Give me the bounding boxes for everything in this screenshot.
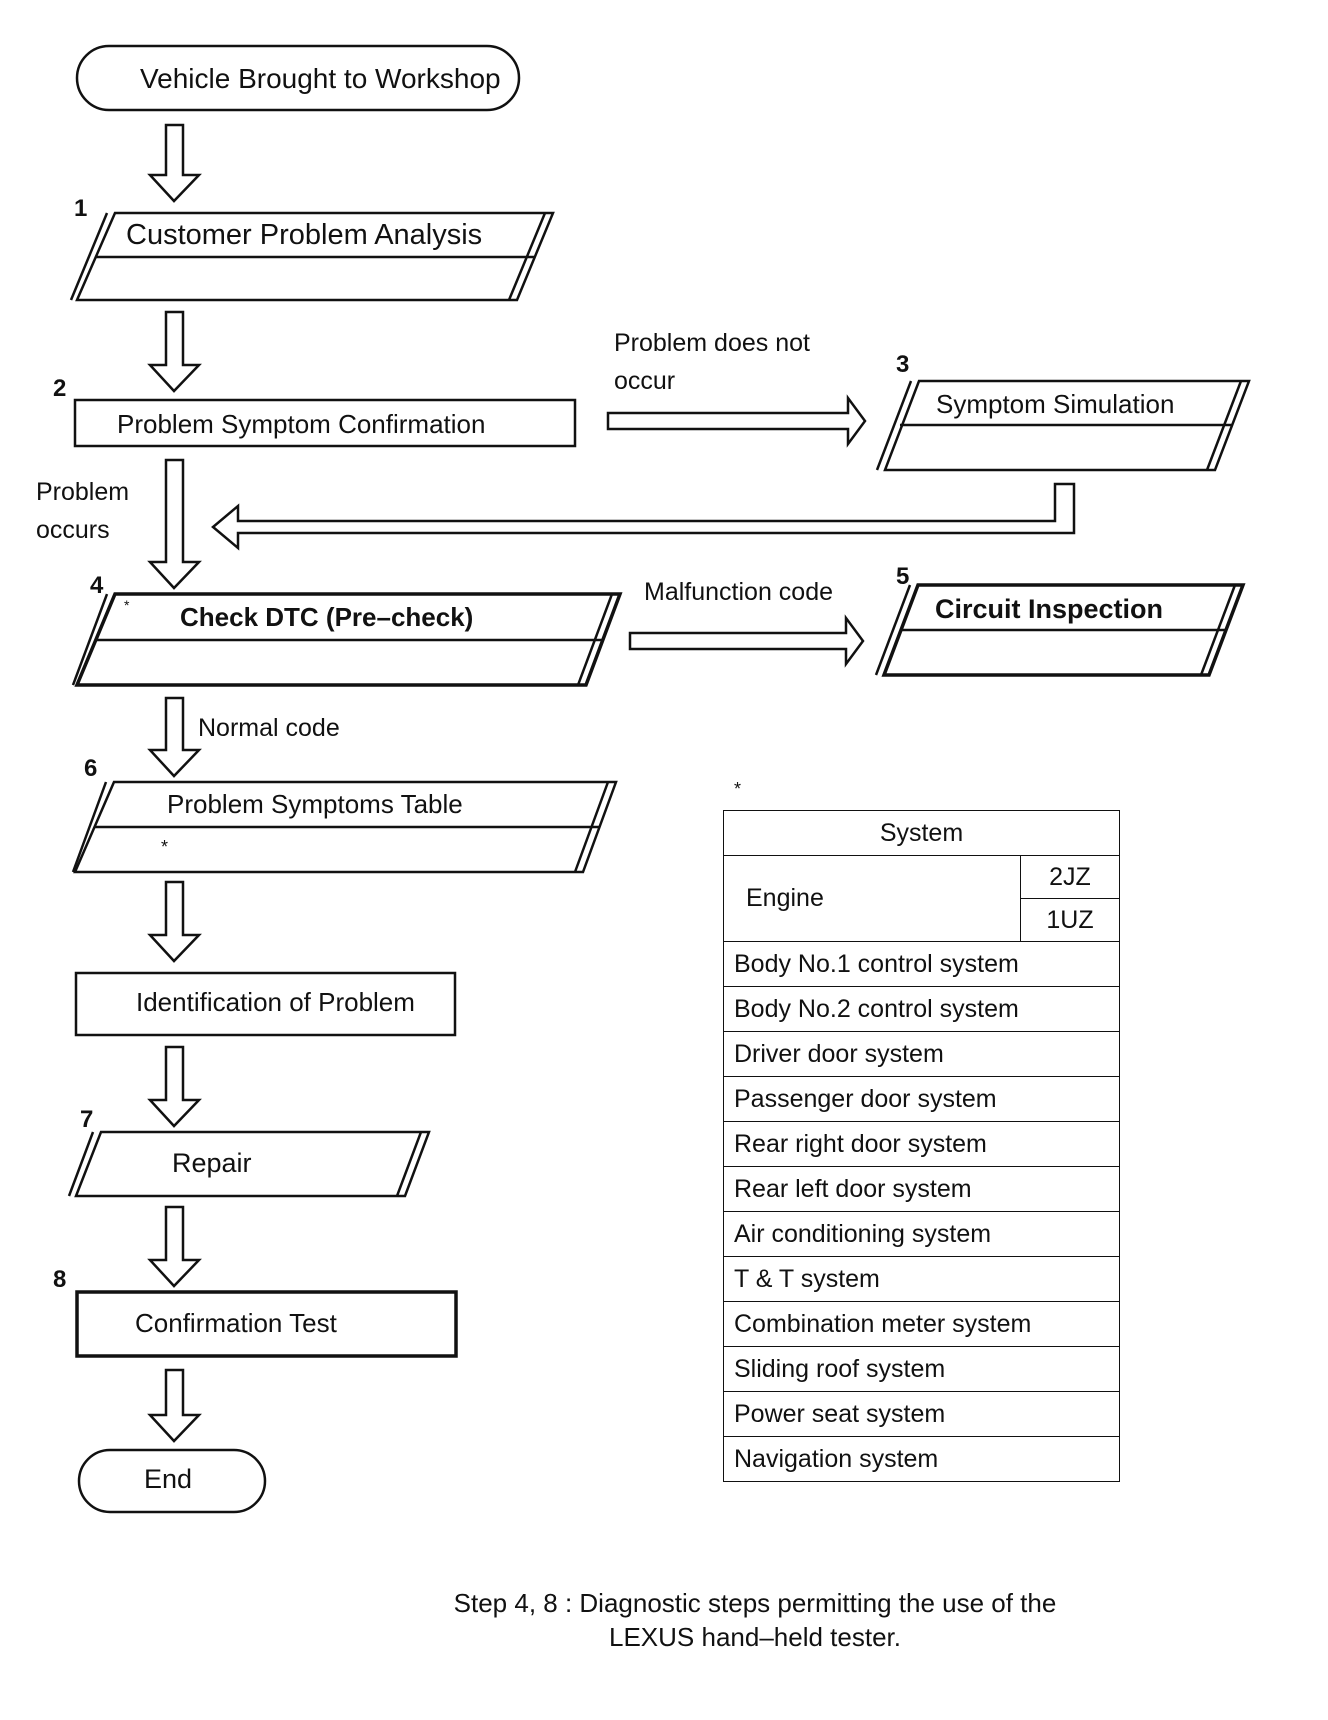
edge-label-occurs-2: occurs bbox=[36, 516, 110, 544]
engine-variant: 2JZ bbox=[1020, 855, 1120, 899]
edge-label-normal: Normal code bbox=[198, 714, 340, 742]
table-row: Combination meter system bbox=[723, 1301, 1120, 1347]
system-cell: Rear left door system bbox=[723, 1166, 1120, 1212]
edge-label-not-occur-2: occur bbox=[614, 367, 676, 395]
step-7-box bbox=[67, 1130, 431, 1198]
step-1-box bbox=[69, 211, 555, 302]
arrow-down-3 bbox=[147, 458, 202, 590]
footnote-line-2: LEXUS hand–held tester. bbox=[609, 1621, 901, 1652]
system-cell: Sliding roof system bbox=[723, 1346, 1120, 1392]
step-4-number: 4 bbox=[90, 572, 104, 599]
arrow-down-2 bbox=[147, 310, 202, 393]
step-2-number: 2 bbox=[53, 375, 67, 402]
start-label: Vehicle Brought to Workshop bbox=[140, 63, 501, 94]
table-row: Navigation system bbox=[723, 1436, 1120, 1482]
step-8-number: 8 bbox=[53, 1266, 67, 1293]
table-row: Passenger door system bbox=[723, 1076, 1120, 1122]
step-6-label: Problem Symptoms Table bbox=[167, 789, 463, 819]
end-label: End bbox=[144, 1464, 193, 1494]
system-cell: Driver door system bbox=[723, 1031, 1120, 1077]
step-4-asterisk: * bbox=[124, 597, 130, 613]
step-2-box bbox=[73, 398, 577, 448]
arrow-down-7 bbox=[147, 1205, 202, 1288]
table-row: Body No.1 control system bbox=[723, 941, 1120, 987]
edge-label-occurs-1: Problem bbox=[36, 478, 130, 506]
step-6-asterisk: * bbox=[161, 837, 169, 857]
identification-box bbox=[74, 971, 457, 1037]
system-cell: Passenger door system bbox=[723, 1076, 1120, 1122]
step-4-label: Check DTC (Pre–check) bbox=[180, 602, 474, 632]
identification-label: Identification of Problem bbox=[136, 987, 415, 1017]
system-cell: T & T system bbox=[723, 1256, 1120, 1302]
table-header-row: System bbox=[723, 810, 1120, 856]
engine-variant: 1UZ bbox=[1020, 898, 1120, 942]
arrow-right-to-5 bbox=[628, 614, 865, 668]
step-3-number: 3 bbox=[896, 351, 910, 378]
edge-label-malfunction: Malfunction code bbox=[644, 578, 834, 606]
arrow-down-8 bbox=[147, 1368, 202, 1443]
step-6-box bbox=[71, 780, 618, 874]
table-row: T & T system bbox=[723, 1256, 1120, 1302]
arrow-right-to-3 bbox=[606, 394, 867, 448]
table-row: Sliding roof system bbox=[723, 1346, 1120, 1392]
table-row: Air conditioning system bbox=[723, 1211, 1120, 1257]
step-8-box bbox=[75, 1290, 458, 1358]
arrow-return-from-3 bbox=[211, 482, 1076, 551]
end-terminator bbox=[77, 1448, 267, 1514]
step-5-box bbox=[874, 583, 1246, 677]
step-8-label: Confirmation Test bbox=[135, 1308, 337, 1338]
footnote-line-1: Step 4, 8 : Diagnostic steps permitting … bbox=[453, 1588, 1057, 1618]
arrow-down-1 bbox=[147, 123, 202, 203]
step-7-label: Repair bbox=[172, 1148, 252, 1178]
arrow-down-6 bbox=[147, 1045, 202, 1128]
footnote: Step 4, 8 : Diagnostic steps permitting … bbox=[405, 1587, 1105, 1655]
step-4-box bbox=[71, 592, 623, 687]
table-asterisk: * bbox=[734, 779, 742, 799]
system-cell: Combination meter system bbox=[723, 1301, 1120, 1347]
table-row: Driver door system bbox=[723, 1031, 1120, 1077]
arrow-down-5 bbox=[147, 880, 202, 963]
step-5-label: Circuit Inspection bbox=[935, 594, 1164, 624]
step-3-label: Symptom Simulation bbox=[936, 389, 1175, 419]
start-terminator bbox=[75, 44, 521, 112]
step-5-number: 5 bbox=[896, 563, 910, 590]
engine-label: Engine bbox=[723, 855, 1021, 942]
step-6-number: 6 bbox=[84, 755, 98, 782]
system-cell: Navigation system bbox=[723, 1436, 1120, 1482]
system-table: System Engine 2JZ 1UZ Body No.1 control … bbox=[723, 810, 1120, 1482]
table-row: Engine 2JZ bbox=[723, 855, 1120, 942]
arrow-down-4 bbox=[147, 696, 202, 778]
table-row: Power seat system bbox=[723, 1391, 1120, 1437]
table-header: System bbox=[723, 810, 1120, 856]
system-cell: Body No.1 control system bbox=[723, 941, 1120, 987]
step-1-number: 1 bbox=[74, 195, 88, 222]
system-cell: Body No.2 control system bbox=[723, 986, 1120, 1032]
system-cell: Air conditioning system bbox=[723, 1211, 1120, 1257]
step-7-number: 7 bbox=[80, 1106, 94, 1133]
table-row: Body No.2 control system bbox=[723, 986, 1120, 1032]
system-cell: Rear right door system bbox=[723, 1121, 1120, 1167]
step-1-label: Customer Problem Analysis bbox=[126, 219, 483, 251]
edge-label-not-occur-1: Problem does not bbox=[614, 329, 810, 357]
step-2-label: Problem Symptom Confirmation bbox=[117, 409, 486, 439]
system-cell: Power seat system bbox=[723, 1391, 1120, 1437]
table-row: Rear left door system bbox=[723, 1166, 1120, 1212]
table-row: Rear right door system bbox=[723, 1121, 1120, 1167]
step-3-box bbox=[875, 379, 1251, 472]
